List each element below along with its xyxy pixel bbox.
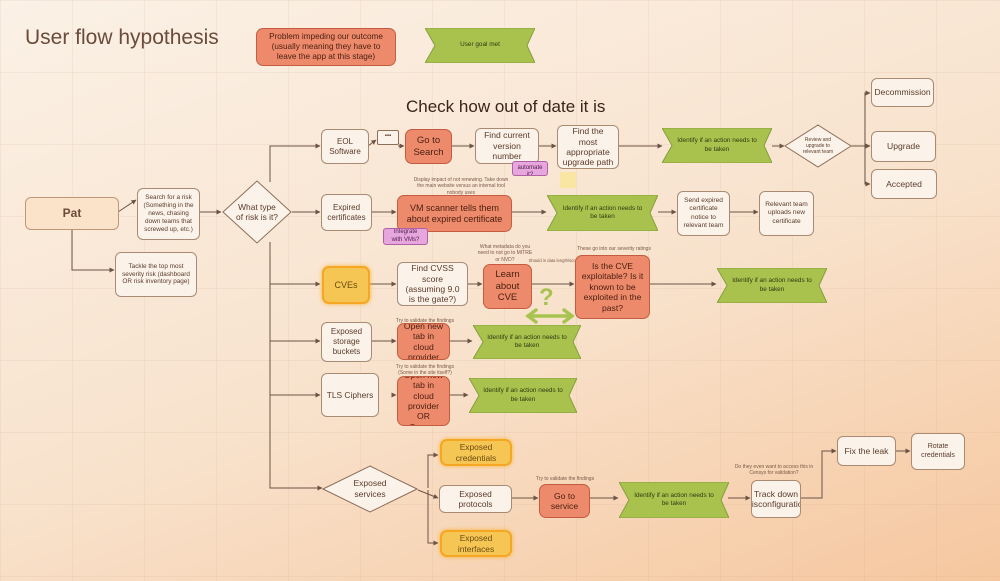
edge-services-credentials xyxy=(427,452,439,488)
decision-review-upgrade: Review and upgrade to relevant team xyxy=(784,124,852,168)
step-team-uploads: Relevant team uploads new certificate xyxy=(759,191,814,236)
section-heading: Check how out of date it is xyxy=(406,97,606,116)
note-data-lengths: Should in data length/score xyxy=(528,258,580,263)
edge-risktype-eol xyxy=(269,143,321,182)
goal-service-action: Identify if an action needs to be taken xyxy=(619,482,729,518)
thumbnail-icon: ▪▪▪ xyxy=(377,130,399,145)
edge-risktype-storage xyxy=(269,284,321,344)
step-find-upgrade-path: Find the most appropriate upgrade path xyxy=(557,125,619,169)
problem-open-cloud-tab: Open new tab in cloud provider xyxy=(397,323,450,360)
problem-exploitable: Is the CVE exploitable? Is it known to b… xyxy=(575,255,650,319)
note-severity: These go into our severity ratings xyxy=(577,246,651,252)
step-search-risk: Search for a risk (Something in the news… xyxy=(137,188,200,240)
note-validate-3: Try to validate the findings xyxy=(535,476,595,482)
persona-pat: Pat xyxy=(25,197,119,230)
legend-problem: Problem impeding our outcome (usually me… xyxy=(256,28,396,66)
risk-tls-ciphers: TLS Ciphers xyxy=(321,373,379,417)
sticky-cant-tell: Can we automate it? xyxy=(512,161,548,176)
service-exposed-protocols: Exposed protocols xyxy=(439,485,512,513)
step-track-misconfig: Track down misconfiguration xyxy=(751,480,801,518)
board-title: User flow hypothesis xyxy=(25,26,219,49)
note-metadata: What metadata do you need to not go to M… xyxy=(477,244,533,263)
risk-exposed-storage: Exposed storage buckets xyxy=(321,322,372,362)
edge-track-fix xyxy=(800,448,837,499)
sticky-integrate-vms: Integrate with VMs? xyxy=(383,228,428,245)
question-mark: ? xyxy=(539,284,554,311)
sticky-blank xyxy=(560,172,576,188)
question-arrows xyxy=(525,308,575,324)
note-validate-1: Try to validate the findings xyxy=(395,318,455,324)
edge-review-decom xyxy=(850,90,871,147)
step-fix-leak: Fix the leak xyxy=(837,436,896,466)
outcome-upgrade: Upgrade xyxy=(871,131,936,162)
problem-learn-cve: Learn about CVE xyxy=(483,264,532,309)
step-rotate-credentials: Rotate credentials xyxy=(911,433,965,470)
problem-vm-scanner: VM scanner tells them about expired cert… xyxy=(397,195,512,232)
risk-cves: CVEs xyxy=(322,266,370,304)
edge-services-interfaces xyxy=(427,490,439,546)
legend-goal: User goal met xyxy=(425,28,535,63)
edge-pat-tackle xyxy=(71,230,115,273)
decision-risk-type: What type of risk is it? xyxy=(222,180,292,244)
step-send-notice: Send expired certificate notice to relev… xyxy=(677,191,730,236)
step-tackle-top-risk: Tackle the top most severity risk (dashb… xyxy=(115,252,197,297)
goal-cve-action: Identify if an action needs to be taken xyxy=(717,268,827,303)
goal-eol-action: Identify if an action needs to be taken xyxy=(662,128,772,163)
problem-go-to-search: Go to Search xyxy=(405,129,452,164)
service-exposed-credentials: Exposed credentials xyxy=(440,439,512,466)
note-display-impact: Display impact of not renewing. Take dow… xyxy=(413,177,509,196)
step-find-cvss: Find CVSS score (assuming 9.0 is the gat… xyxy=(397,262,468,306)
edge-pat-search xyxy=(117,199,137,213)
edge-review-accepted xyxy=(864,146,871,187)
goal-cert-action: Identify if an action needs to be taken xyxy=(547,195,658,231)
outcome-accepted: Accepted xyxy=(871,169,937,199)
risk-eol-software: EOL Software xyxy=(321,129,369,164)
note-censys-validation: Do they even want to access this in Cens… xyxy=(734,464,814,477)
outcome-decommission: Decommission xyxy=(871,78,934,107)
step-find-version: Find current version number xyxy=(475,128,539,164)
service-exposed-interfaces: Exposed interfaces xyxy=(440,530,512,557)
risk-expired-certificates: Expired certificates xyxy=(321,194,372,231)
problem-open-cloud-censys: Open new tab in cloud provider OR Censys xyxy=(397,376,450,426)
edge-risktype-tls xyxy=(269,341,321,398)
problem-go-to-service: Go to service xyxy=(539,484,590,518)
goal-tls-action: Identify if an action needs to be taken xyxy=(469,378,577,413)
decision-exposed-services: Exposed services xyxy=(322,465,418,513)
edge-risktype-services xyxy=(269,395,323,491)
note-validate-2: Try to validate the findings (Some in th… xyxy=(395,364,455,377)
goal-storage-action: Identify if an action needs to be taken xyxy=(473,325,581,359)
edge-eol-icon xyxy=(367,139,377,147)
edge-risktype-cves xyxy=(269,242,321,287)
